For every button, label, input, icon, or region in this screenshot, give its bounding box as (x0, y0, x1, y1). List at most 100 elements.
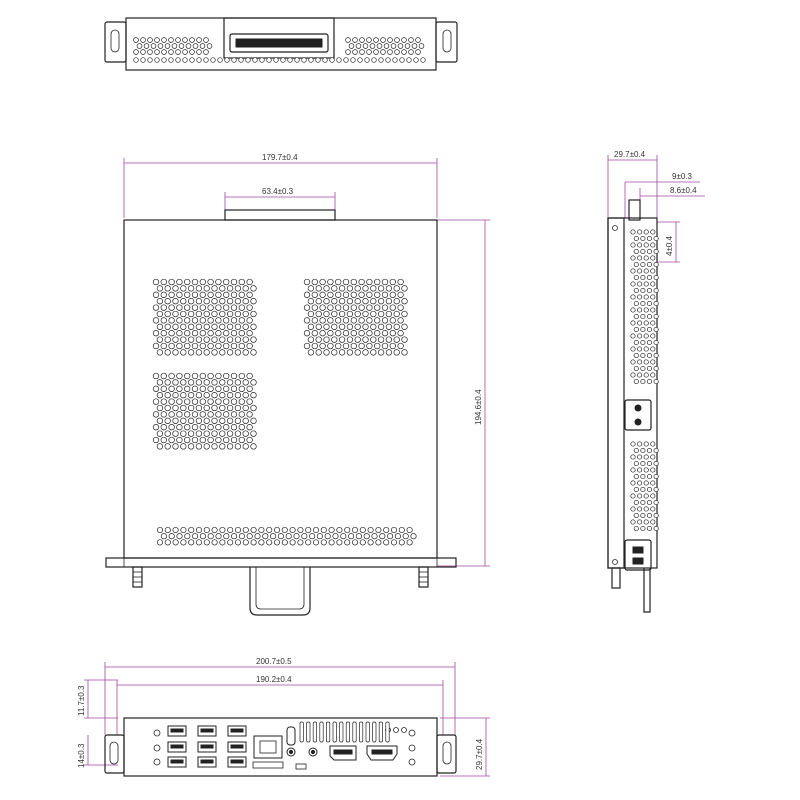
vent-hole (242, 392, 249, 399)
front-view-left-ear (104, 734, 125, 774)
vent-hole (327, 291, 334, 298)
vent-hole (393, 336, 400, 343)
vent-hole (297, 526, 304, 534)
vent-hole (154, 37, 160, 43)
vent-hole (196, 37, 202, 43)
vent-hole (640, 378, 646, 385)
vent-hole (327, 342, 334, 350)
vent-hole (397, 317, 404, 324)
vent-hole (250, 285, 257, 292)
vent-hole (335, 330, 342, 337)
vent-hole (643, 242, 649, 248)
vent-hole (315, 285, 322, 292)
vent-hole (262, 533, 269, 540)
vent-hole (230, 317, 238, 324)
vent-hole (646, 300, 653, 307)
dim-front-overall: 200.7±0.5 (256, 657, 292, 666)
vent-hole (234, 323, 242, 330)
vent-hole (230, 278, 238, 286)
vent-hole (219, 417, 226, 424)
vent-hole (335, 291, 342, 298)
vent-slot (339, 721, 344, 743)
vent-hole (152, 342, 160, 350)
vent-hole (189, 37, 195, 43)
vent-hole (390, 43, 397, 49)
vent-hole (230, 385, 238, 392)
vent-hole (650, 506, 656, 512)
vent-hole (369, 43, 376, 49)
top-view-connector-housing (223, 17, 335, 59)
vent-hole (191, 278, 199, 286)
vent-hole (323, 285, 330, 292)
vent-hole (156, 323, 164, 330)
vent-hole (164, 417, 171, 424)
vent-hole (196, 57, 202, 63)
vent-hole (630, 493, 636, 499)
vent-hole (646, 525, 653, 532)
vent-hole (195, 404, 203, 412)
vent-hole (136, 43, 143, 49)
vent-hole (184, 342, 191, 350)
vent-hole (195, 310, 203, 318)
vent-hole (633, 352, 639, 359)
vent-hole (633, 525, 639, 532)
vent-hole (180, 379, 187, 386)
vent-hole (362, 336, 369, 343)
vent-hole (219, 539, 226, 546)
vent-hole (250, 298, 257, 305)
main-view-vent-bottom-strip (156, 526, 417, 546)
vent-hole (250, 310, 257, 318)
vent-hole (242, 417, 249, 424)
vent-hole (370, 285, 377, 292)
vent-hole (344, 539, 351, 546)
vent-hole (152, 278, 160, 286)
vent-slot (332, 721, 337, 743)
vent-hole (211, 379, 218, 386)
vent-hole (643, 229, 649, 235)
vent-hole (374, 291, 381, 298)
vent-hole (195, 443, 203, 450)
vent-hole (383, 539, 390, 546)
front-view-vent (299, 721, 390, 743)
vent-hole (362, 349, 369, 356)
vent-hole (653, 525, 659, 532)
vent-hole (152, 291, 160, 298)
vent-hole (643, 480, 649, 486)
vent-hole (250, 336, 257, 343)
vent-hole (199, 385, 206, 392)
vent-hole (160, 304, 167, 311)
vent-hole (346, 310, 354, 318)
vent-hole (640, 287, 646, 294)
vent-hole (215, 330, 222, 337)
vent-hole (643, 281, 649, 287)
vent-hole (164, 285, 171, 292)
vent-hole (640, 352, 646, 359)
vent-hole (178, 43, 185, 49)
vent-hole (342, 330, 350, 337)
vent-hole (637, 320, 643, 326)
vent-hole (219, 323, 226, 330)
vent-hole (630, 268, 636, 274)
vent-hole (327, 278, 334, 286)
vent-hole (203, 379, 210, 386)
vent-hole (335, 342, 342, 350)
vent-hole (389, 330, 396, 337)
vent-hole (152, 317, 160, 324)
vent-hole (164, 298, 171, 305)
vent-hole (160, 317, 167, 324)
vent-hole (226, 404, 234, 412)
vent-hole (646, 352, 653, 359)
vent-hole (230, 398, 238, 405)
side-view: 29.7±0.4 9±0.3 8.6±0.4 4±0.4 (607, 150, 705, 613)
vent-hole (234, 417, 242, 424)
vent-hole (346, 336, 354, 343)
vent-hole (643, 467, 649, 473)
vent-hole (338, 298, 346, 305)
vent-hole (238, 424, 245, 431)
vent-hole (370, 323, 377, 330)
vent-hole (359, 539, 366, 546)
vent-hole (270, 533, 277, 540)
vent-hole (172, 430, 179, 437)
vent-hole (307, 336, 315, 343)
vent-hole (348, 43, 355, 49)
